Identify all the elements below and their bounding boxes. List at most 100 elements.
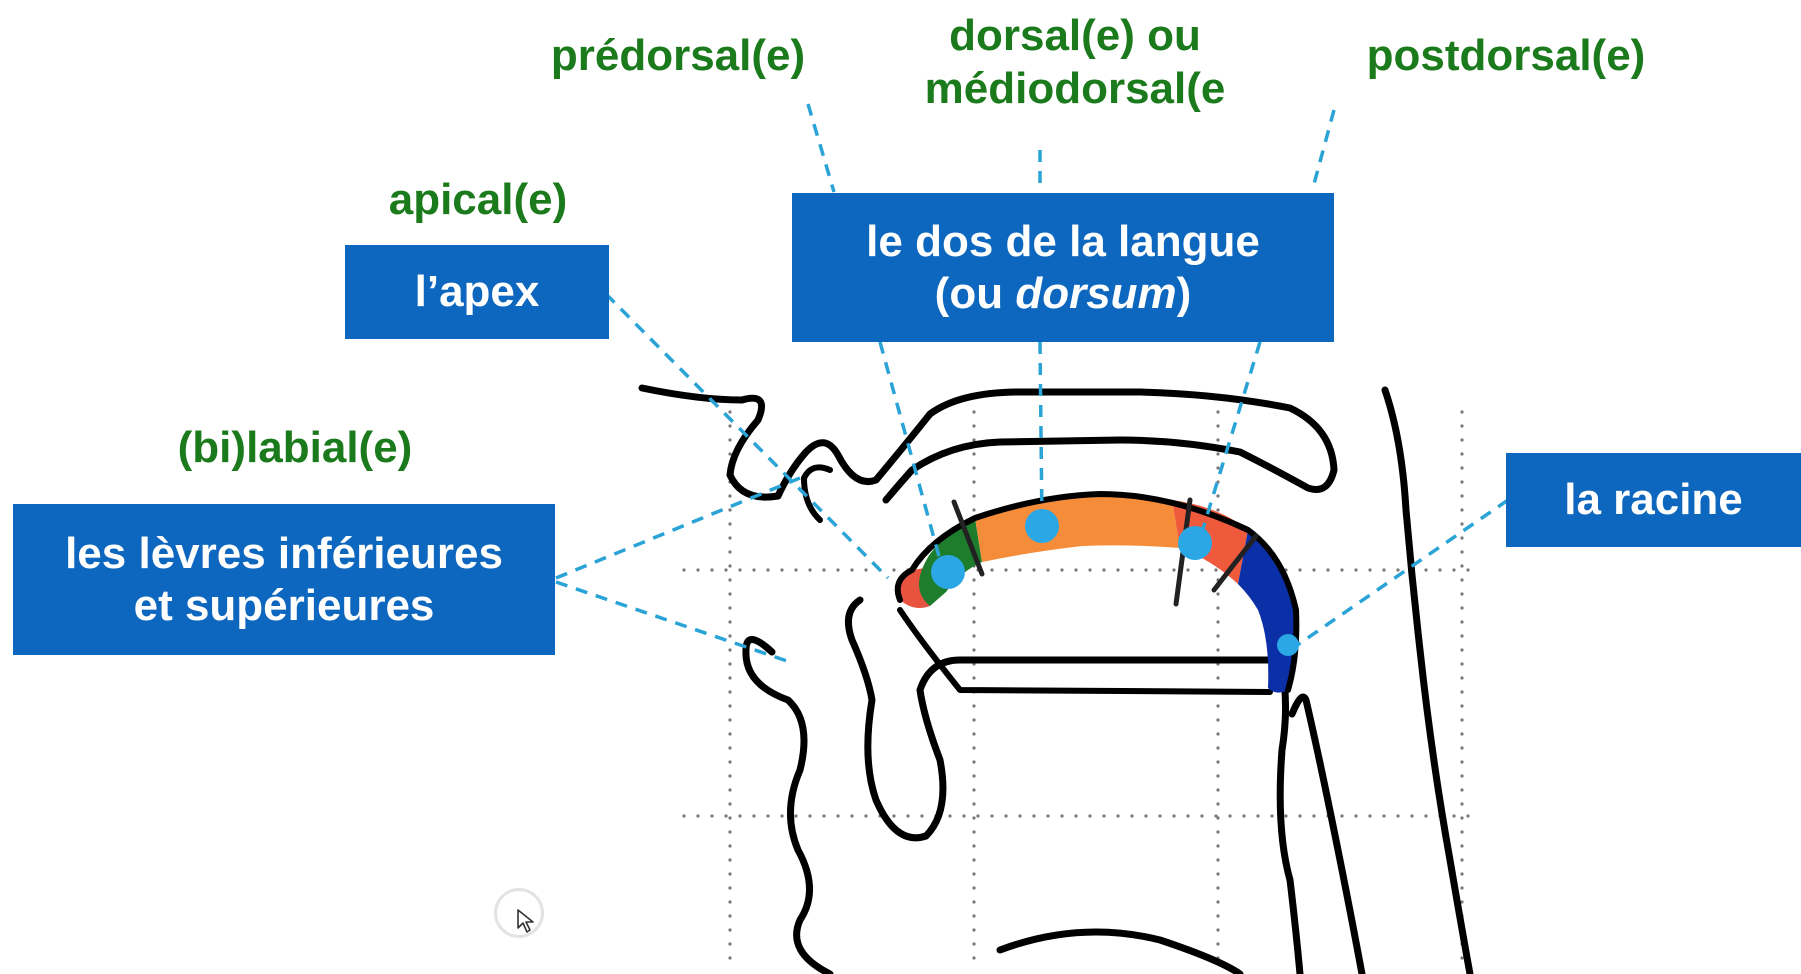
grid-dot — [1046, 814, 1050, 818]
grid-dot — [972, 886, 976, 890]
grid-dot — [1216, 494, 1220, 498]
grid-dot — [836, 568, 840, 572]
grid-dot — [1460, 592, 1464, 596]
grid-dot — [972, 928, 976, 932]
mouse-pointer-icon — [517, 909, 534, 933]
grid-dot — [1460, 788, 1464, 792]
grid-dot — [728, 718, 732, 722]
grid-dot — [1130, 814, 1134, 818]
grid-dot — [1460, 508, 1464, 512]
grid-dot — [1410, 814, 1414, 818]
grid-dot — [1186, 568, 1190, 572]
grid-dot — [780, 814, 784, 818]
grid-dot — [728, 844, 732, 848]
grid-dot — [738, 814, 742, 818]
grid-dot — [710, 568, 714, 572]
grid-dot — [728, 606, 732, 610]
grid-dot — [1460, 816, 1464, 820]
grid-dot — [1216, 928, 1220, 932]
grid-dot — [1102, 568, 1106, 572]
leader-lips-upper — [555, 476, 801, 580]
grid-dot — [794, 568, 798, 572]
grid-dot — [1452, 814, 1456, 818]
grid-dot — [808, 814, 812, 818]
grid-dot — [1216, 886, 1220, 890]
grid-dot — [1460, 634, 1464, 638]
grid-dot — [1216, 746, 1220, 750]
grid-dot — [1460, 802, 1464, 806]
grid-dot — [1216, 676, 1220, 680]
leader-lips-lower — [555, 580, 791, 664]
box-dorsum-line1: le dos de la langue — [866, 216, 1260, 266]
grid-dot — [728, 662, 732, 666]
grid-dot — [972, 802, 976, 806]
grid-dot — [972, 732, 976, 736]
grid-dot — [1216, 942, 1220, 946]
grid-dot — [822, 814, 826, 818]
lower-jaw-outline — [844, 596, 1304, 974]
grid-dot — [972, 704, 976, 708]
grid-dot — [972, 620, 976, 624]
grid-dot — [728, 956, 732, 960]
grid-dot — [728, 508, 732, 512]
grid-dot — [822, 568, 826, 572]
grid-dot — [728, 578, 732, 582]
label-bilabial: (bi)labial(e) — [177, 423, 413, 472]
grid-dot — [696, 568, 700, 572]
grid-dot — [1144, 814, 1148, 818]
grid-dot — [1032, 568, 1036, 572]
grid-dot — [1216, 648, 1220, 652]
grid-dot — [972, 480, 976, 484]
label-dorsal: dorsal(e) ou médiodorsal(e — [880, 10, 1270, 116]
leader-dorsal-lower — [1038, 341, 1044, 525]
grid-dot — [752, 568, 756, 572]
box-dorsum-paren-close: ) — [1176, 268, 1192, 318]
grid-dot — [728, 788, 732, 792]
grid-dot — [728, 732, 732, 736]
grid-dot — [972, 774, 976, 778]
box-apex: l’apex — [345, 245, 609, 339]
grid-dot — [1216, 508, 1220, 512]
grid-dot — [972, 494, 976, 498]
grid-dot — [1460, 886, 1464, 890]
label-dorsal-line2: médiodorsal(e — [924, 63, 1226, 113]
grid-dot — [728, 634, 732, 638]
grid-dot — [1216, 704, 1220, 708]
grid-dot — [948, 814, 952, 818]
grid-dot — [1460, 606, 1464, 610]
grid-dot — [972, 746, 976, 750]
grid-dot — [1214, 814, 1218, 818]
grid-dot — [1354, 568, 1358, 572]
epiglottis-outline — [1288, 693, 1366, 974]
grid-dot — [728, 816, 732, 820]
grid-dot — [976, 814, 980, 818]
grid-dot — [728, 536, 732, 540]
grid-dot — [1298, 568, 1302, 572]
point-root — [1277, 634, 1299, 656]
grid-dot — [972, 900, 976, 904]
grid-dot — [1046, 568, 1050, 572]
box-dorsum: le dos de la langue (ou dorsum) — [792, 193, 1334, 342]
grid-dot — [724, 568, 728, 572]
grid-dot — [1460, 774, 1464, 778]
grid-dot — [1312, 814, 1316, 818]
grid-dot — [1466, 568, 1470, 572]
leader-predorsal-lower — [878, 341, 942, 561]
grid-dot — [1004, 814, 1008, 818]
grid-dot — [1216, 620, 1220, 624]
grid-dot — [1060, 814, 1064, 818]
box-dorsum-paren-open: (ou — [934, 268, 1016, 318]
tongue-surface-outline — [894, 490, 1300, 693]
box-dorsum-line2: (ou dorsum) — [935, 268, 1192, 320]
grid-dot — [972, 634, 976, 638]
grid-dot — [972, 578, 976, 582]
grid-dot — [728, 942, 732, 946]
grid-dot — [892, 568, 896, 572]
grid-dot — [1438, 568, 1442, 572]
grid-dot — [1460, 956, 1464, 960]
grid-dot — [1228, 814, 1232, 818]
grid-dot — [864, 568, 868, 572]
grid-dot — [1216, 760, 1220, 764]
grid-dot — [1368, 814, 1372, 818]
grid-dot — [1326, 568, 1330, 572]
